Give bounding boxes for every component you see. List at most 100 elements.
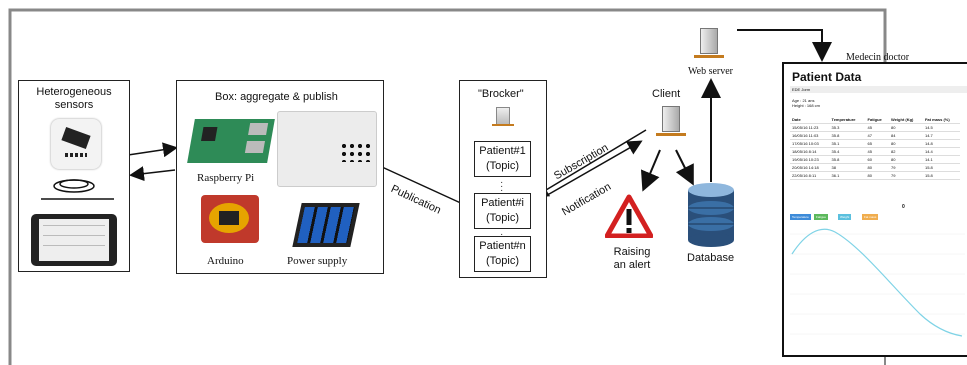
table-cell: 47 bbox=[865, 131, 890, 140]
topic-i-line2: (Topic) bbox=[485, 212, 519, 224]
table-cell: 14.5 bbox=[922, 123, 960, 132]
broker-box: "Brocker" Patient#1 (Topic) ··· Patient#… bbox=[459, 80, 547, 278]
sensor-device-icon bbox=[51, 119, 101, 169]
tablet-icon bbox=[31, 214, 117, 266]
sensors-title: Heterogeneous sensors bbox=[19, 86, 129, 112]
chart-chip[interactable]: Fatigue bbox=[814, 214, 829, 220]
table-cell: 82 bbox=[889, 147, 923, 156]
table-cell: 22/05/16 8:11 bbox=[790, 171, 830, 180]
patient-name-bar: EDE Jorm bbox=[790, 86, 967, 93]
topic-n-line1: Patient#n bbox=[479, 240, 526, 252]
client-label: Client bbox=[652, 88, 681, 100]
chart-chip[interactable]: Fat mass bbox=[862, 214, 879, 220]
table-cell: 80 bbox=[889, 155, 923, 164]
patient-info: Age : 21 ans Height : 168 cm bbox=[792, 98, 820, 108]
arrow-webserver-to-doctor bbox=[737, 29, 832, 62]
table-cell: 14.7 bbox=[922, 131, 960, 140]
patient-chart bbox=[790, 228, 965, 337]
table-cell: 45 bbox=[865, 147, 890, 156]
table-cell: 45 bbox=[865, 123, 890, 132]
table-cell: 18/05/16 8:14 bbox=[790, 147, 830, 156]
table-cell: 79 bbox=[889, 171, 923, 180]
table-header-cell: Fat mass (%) bbox=[922, 116, 960, 124]
outer-frame-line bbox=[8, 8, 887, 365]
arrow-notification bbox=[533, 129, 647, 198]
sensor-cable-icon bbox=[41, 179, 114, 200]
webserver-icon bbox=[694, 28, 724, 64]
chart-chip[interactable]: Weight bbox=[838, 214, 852, 220]
database-label: Database bbox=[687, 252, 735, 264]
table-header-cell: Date bbox=[790, 116, 830, 124]
table-cell: 80 bbox=[865, 171, 890, 180]
table-cell: 84 bbox=[889, 131, 923, 140]
broker-server-icon bbox=[492, 107, 514, 127]
table-cell: 15.8 bbox=[922, 171, 960, 180]
table-cell: 15/05/16 11:23 bbox=[790, 123, 830, 132]
alert-label: Raising an alert bbox=[604, 246, 660, 272]
topic-patient-i: Patient#i (Topic) bbox=[474, 193, 531, 229]
topic-1-line1: Patient#1 bbox=[479, 145, 526, 157]
sensors-title-line2: sensors bbox=[54, 99, 94, 111]
table-cell: 80 bbox=[865, 163, 890, 172]
patient-height: Height : 168 cm bbox=[792, 103, 821, 108]
patient-data-panel: Patient Data EDE Jorm Age : 21 ans Heigh… bbox=[782, 62, 967, 357]
table-cell: 14.4 bbox=[922, 147, 960, 156]
webserver-label: Web server bbox=[688, 66, 734, 77]
table-header-cell: Weight (Kg) bbox=[889, 116, 923, 124]
table-cell: 35.8 bbox=[829, 155, 866, 164]
table-cell: 35.1 bbox=[829, 139, 866, 148]
doctor-label: Medecin doctor bbox=[846, 52, 910, 63]
patient-data-title: Patient Data bbox=[792, 70, 862, 84]
table-cell: 80 bbox=[889, 123, 923, 132]
patient-age: Age : 21 ans bbox=[792, 98, 815, 103]
topic-patient-1: Patient#1 (Topic) bbox=[474, 141, 531, 177]
table-cell: 38 bbox=[829, 163, 866, 172]
sensors-title-line1: Heterogeneous bbox=[36, 86, 112, 98]
enclosure-box-icon bbox=[277, 111, 377, 187]
alert-label-line1: Raising bbox=[613, 246, 651, 258]
table-header-cell: Temperature bbox=[829, 116, 866, 124]
topic-i-line1: Patient#i bbox=[481, 197, 524, 209]
chart-series-line bbox=[791, 228, 963, 337]
arrow-box-to-sensors bbox=[129, 166, 176, 182]
raspberry-pi-icon bbox=[187, 119, 275, 163]
arduino-label: Arduino bbox=[207, 255, 244, 267]
client-server-icon bbox=[656, 106, 686, 142]
table-cell: 79 bbox=[889, 163, 923, 172]
table-cell: 20/05/16 14:18 bbox=[790, 163, 830, 172]
table-cell: 65 bbox=[865, 139, 890, 148]
table-page-number: 0 bbox=[902, 204, 905, 210]
topic-patient-n: Patient#n (Topic) bbox=[474, 236, 531, 272]
battery-pack-icon bbox=[292, 203, 360, 247]
arrow-sensors-to-box bbox=[127, 142, 178, 158]
table-cell: 17/05/16 10:03 bbox=[790, 139, 830, 148]
aggregate-box: Box: aggregate & publish Raspberry Pi Ar… bbox=[176, 80, 384, 274]
chart-chip[interactable]: Temperature bbox=[790, 214, 811, 220]
aggregate-box-title: Box: aggregate & publish bbox=[215, 91, 338, 103]
table-cell: 15.8 bbox=[922, 163, 960, 172]
table-header-cell: Fatigue bbox=[865, 116, 890, 124]
arrow-client-to-alert bbox=[640, 149, 661, 192]
table-cell: 16/05/16 11:03 bbox=[790, 131, 830, 140]
power-supply-label: Power supply bbox=[287, 255, 348, 267]
patient-name: EDE Jorm bbox=[792, 87, 811, 92]
table-cell: 19/05/16 10:23 bbox=[790, 155, 830, 164]
table-cell: 35.4 bbox=[829, 147, 866, 156]
topic-1-line2: (Topic) bbox=[485, 160, 519, 172]
alert-label-line2: an alert bbox=[613, 259, 651, 271]
topic-n-line2: (Topic) bbox=[485, 255, 519, 267]
table-cell: 35.3 bbox=[829, 123, 866, 132]
topic-dots-1: ··· bbox=[500, 177, 504, 196]
table-cell: 35.8 bbox=[829, 131, 866, 140]
alert-icon bbox=[605, 194, 653, 238]
broker-title: "Brocker" bbox=[478, 88, 524, 100]
